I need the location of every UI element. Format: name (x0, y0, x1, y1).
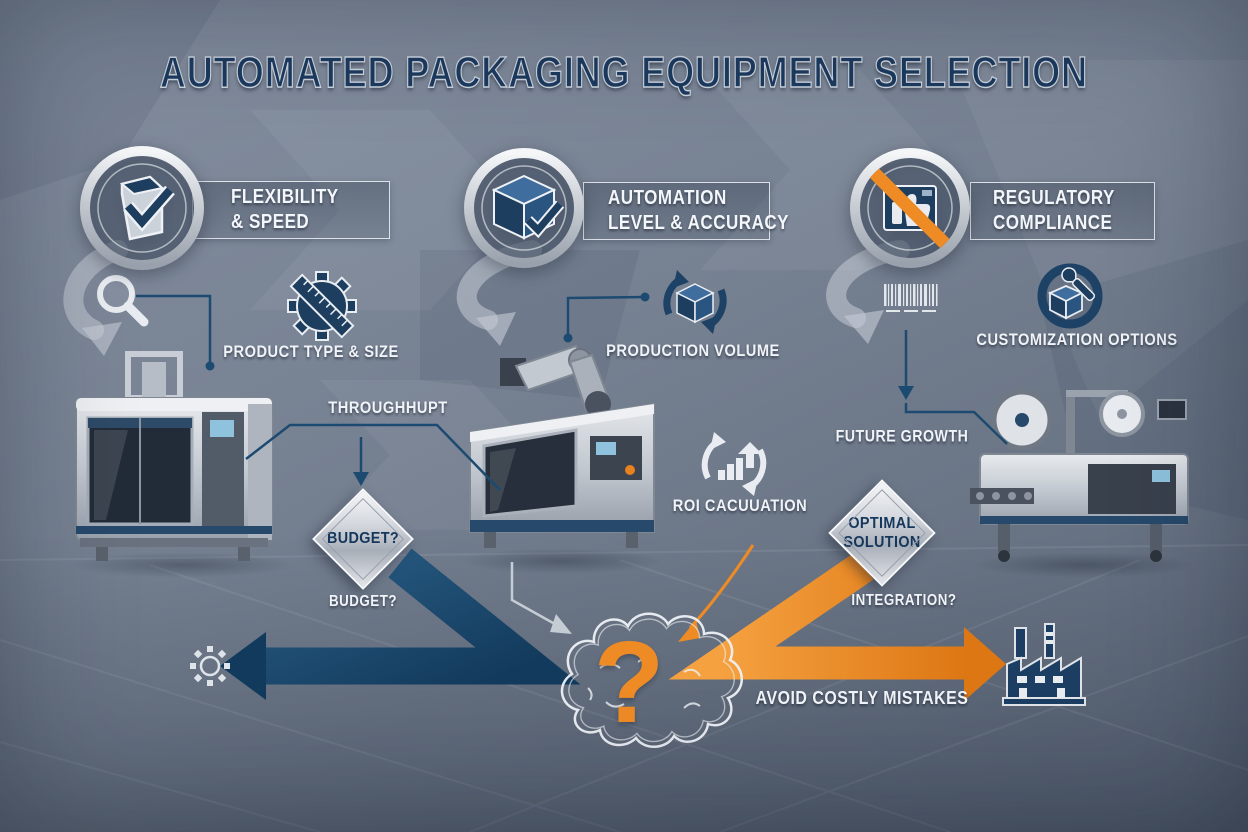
badge-label-line: AUTOMATION (608, 187, 727, 209)
production-volume-label: PRODUCTION VOLUME (606, 341, 780, 360)
gray-pointer-line (510, 562, 563, 630)
budget-decision-label: BUDGET? (326, 530, 400, 548)
swoosh-arrow-1 (63, 240, 128, 340)
badge-label-line: & SPEED (231, 211, 310, 233)
brain-question-mark: ? (593, 617, 665, 747)
throughput-label: THROUGHHUPT (328, 398, 448, 417)
optimal-line2: SOLUTION (843, 534, 921, 551)
connector-to-right-machine (904, 403, 1008, 445)
flexibility-badge-label: FLEXIBILITY & SPEED (192, 181, 390, 239)
magnifier-icon (97, 275, 149, 327)
regulatory-badge-icon (850, 148, 970, 268)
connector-magnifier (136, 294, 212, 364)
right-machine-image (970, 389, 1189, 562)
machine-window (482, 428, 578, 518)
box-cycle-icon (663, 270, 727, 334)
avoid-costly-mistakes-label: AVOID COSTLY MISTAKES (755, 687, 969, 708)
badge-label-line: REGULATORY (993, 187, 1115, 209)
badge-label-line: FLEXIBILITY (231, 186, 339, 208)
carton-check-icon (119, 175, 175, 241)
barcode-icon (884, 284, 938, 312)
machine-screen (210, 420, 234, 437)
swoosh-arrowheads (82, 310, 884, 356)
robot-arm (500, 344, 612, 417)
future-growth-label: FUTURE GROWTH (835, 427, 969, 446)
wrench-glyph (1061, 267, 1096, 302)
gray-pointer-head (550, 614, 572, 634)
integration-label: INTEGRATION? (851, 592, 957, 609)
optimal-solution-label: OPTIMAL SOLUTION (843, 497, 920, 569)
budget-caption-label: BUDGET? (328, 593, 398, 610)
machine-button (625, 465, 635, 475)
box-check-icon (491, 174, 565, 240)
connector-endpoints (205, 292, 914, 486)
center-machine-shadow (460, 548, 665, 574)
arrowhead-future-growth (898, 386, 914, 400)
machine-monitor (1157, 399, 1187, 420)
page-title: AUTOMATED PACKAGING EQUIPMENT SELECTION (0, 47, 1248, 98)
floor-grid-lines (0, 544, 1248, 832)
center-machine-image (469, 344, 655, 548)
navy-connectors (136, 294, 1008, 491)
gear-outline-icon (190, 646, 230, 686)
roi-calculation-label: ROI CACUUATION (672, 496, 808, 515)
no-approval-icon (868, 166, 956, 254)
page-title-text: AUTOMATED PACKAGING EQUIPMENT SELECTION (159, 47, 1088, 97)
badge-label-line: LEVEL & ACCURACY (608, 212, 790, 234)
factory-icon (1002, 623, 1086, 706)
connector-production-volume (566, 295, 646, 338)
roi-cycle-icon (701, 432, 767, 496)
regulatory-badge-label: REGULATORY COMPLIANCE (970, 182, 1155, 240)
automation-badge-icon (464, 148, 584, 268)
optimal-line1: OPTIMAL (848, 514, 916, 532)
badge-label-line: COMPLIANCE (993, 212, 1113, 234)
orange-solution-arrow (668, 552, 1006, 701)
brain-icon (560, 612, 743, 748)
automation-badge-label: AUTOMATION LEVEL & ACCURACY (583, 182, 790, 240)
flexibility-badge-icon (80, 146, 204, 270)
customization-options-label: CUSTOMIZATION OPTIONS (976, 330, 1178, 349)
box-wrench-icon (1037, 263, 1103, 329)
machine-screen (596, 442, 616, 455)
gear-ruler-icon (287, 271, 357, 341)
navy-decision-arrow (220, 548, 581, 700)
product-type-label: PRODUCT TYPE & SIZE (223, 342, 399, 361)
left-machine-image (75, 351, 273, 561)
machine-screen (1152, 470, 1170, 482)
arrowhead-budget (353, 472, 369, 486)
connector-throughput (245, 423, 501, 491)
